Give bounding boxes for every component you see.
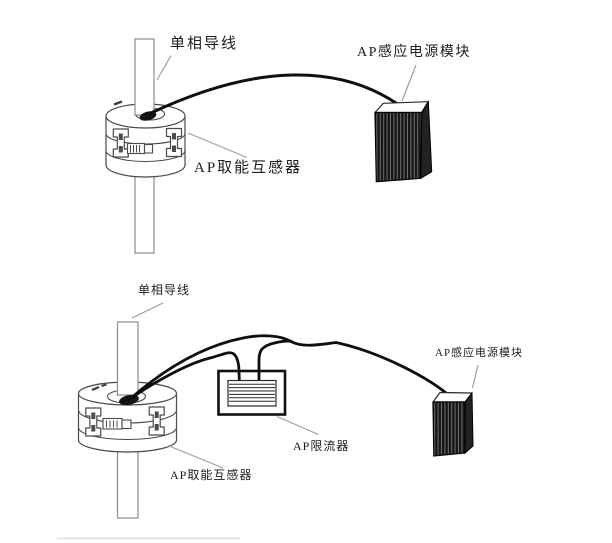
module-top-face [374, 101, 429, 114]
cable-ct-to-module [128, 334, 454, 401]
label-bottom-power-module: AP感应电源模块 [435, 347, 524, 359]
power-module [374, 100, 433, 183]
leader-power-module [401, 64, 417, 102]
rim-mark [113, 100, 123, 106]
clamp-screw [118, 146, 123, 153]
conductor-rod-upper [134, 38, 155, 116]
leader-conductor [156, 55, 172, 81]
label-top-power-module: AP感应电源模块 [357, 45, 471, 60]
cable-limiter-to-module [257, 339, 293, 381]
ct-transformer [105, 100, 186, 178]
clamp-screw [91, 412, 96, 419]
band-clamp-right [148, 406, 165, 436]
module-front-face [432, 401, 466, 457]
module-right-face [464, 391, 474, 455]
conductor-rod-lower [116, 443, 139, 519]
ct-transformer [77, 381, 178, 453]
limiter-box [217, 369, 287, 416]
clamp-screw [154, 424, 159, 431]
leader-transformer [187, 132, 248, 159]
band-buckle [102, 417, 132, 430]
leader-transformer [167, 444, 224, 469]
clamp-screw [154, 411, 159, 418]
clamp-screw [91, 425, 96, 432]
top-diagram [105, 38, 433, 254]
output-cable [149, 73, 399, 115]
rim-mark [101, 383, 107, 388]
rim-mark [91, 385, 100, 392]
label-bottom-transformer: AP取能互感器 [170, 468, 253, 482]
band-clamp-right [165, 127, 183, 158]
power-module [432, 391, 474, 457]
leader-limiter [276, 415, 319, 436]
module-right-face [420, 100, 433, 180]
cable-ct-to-limiter [126, 351, 241, 402]
limiter-grid-lines [229, 383, 275, 402]
band-buckle [126, 142, 154, 155]
clamp-screw [172, 133, 176, 140]
band-clamp-left [112, 128, 129, 158]
bottom-diagram [77, 302, 479, 519]
label-bottom-limiter: AP限流器 [293, 439, 350, 453]
module-front-face [374, 111, 423, 183]
label-top-conductor: 单相导线 [170, 36, 239, 52]
label-bottom-conductor: 单相导线 [138, 283, 191, 297]
clamp-screw [118, 133, 123, 140]
conductor-rod-upper [116, 321, 139, 396]
leader-power-module [471, 364, 479, 389]
band-clamp-left [85, 407, 102, 437]
clamp-screw [172, 145, 176, 152]
limiter-inner [227, 379, 277, 407]
leader-conductor [131, 302, 164, 319]
label-top-transformer: AP取能互感器 [194, 160, 303, 176]
ct-band-lower [77, 427, 178, 441]
